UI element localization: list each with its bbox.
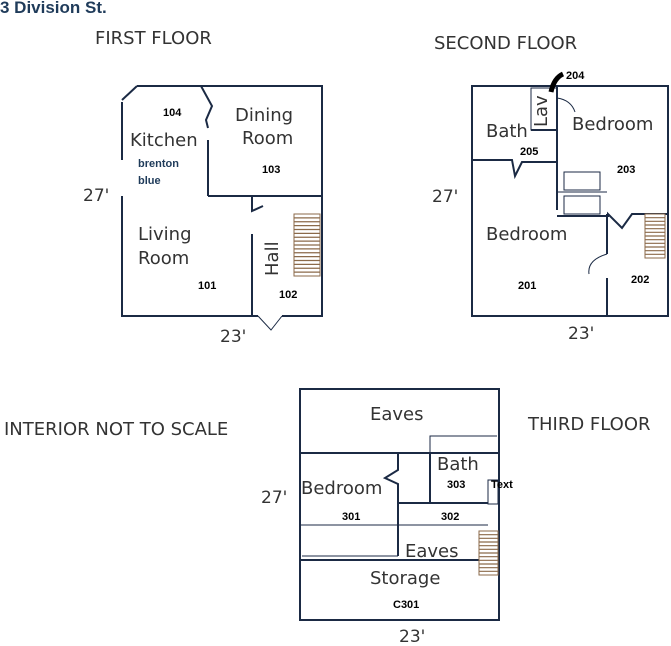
eaves-top-label: Eaves (370, 404, 424, 425)
first-floor-outer-wall (137, 85, 323, 317)
bedroom-201-label: Bedroom (486, 224, 567, 245)
first-floor-dim-side: 27' (83, 186, 109, 206)
bedroom-3-label: Bedroom (301, 478, 382, 499)
room-201: 201 (518, 280, 536, 292)
eaves-low-label: Eaves (405, 541, 459, 562)
note-brenton: brenton (138, 158, 179, 170)
bedroom-203-label: Bedroom (572, 114, 653, 135)
third-floor-outer-wall (299, 388, 500, 621)
bedroom-right-wall (382, 453, 399, 556)
first-floor-dim-bottom: 23' (220, 327, 246, 347)
kitchen-dining-wall-top (200, 85, 214, 129)
room-103: 103 (262, 164, 280, 176)
scale-notice: INTERIOR NOT TO SCALE (4, 419, 228, 440)
lav-vent-pipe (548, 71, 565, 93)
room-104: 104 (163, 107, 182, 119)
bath-bottom-wall (472, 159, 557, 180)
dining-label-2: Room (242, 128, 293, 149)
first-floor-heading: FIRST FLOOR (95, 28, 212, 49)
bedroom-203-bottom-wall (557, 211, 668, 230)
bath-3-label: Bath (437, 454, 479, 475)
third-floor-dim-side: 27' (261, 488, 287, 508)
lav-door-swing (556, 97, 576, 113)
kitchen-label: Kitchen (130, 130, 198, 151)
room-204: 204 (566, 70, 585, 82)
bedroom-202-door (588, 253, 608, 275)
room-c301: C301 (393, 599, 419, 611)
room-301: 301 (342, 511, 360, 523)
closet-lower (563, 195, 601, 215)
note-blue: blue (138, 175, 161, 187)
storage-label: Storage (370, 568, 440, 589)
room-101: 101 (198, 280, 216, 292)
room-102: 102 (279, 289, 297, 301)
kitchen-door (121, 85, 138, 101)
second-floor-heading: SECOND FLOOR (434, 33, 577, 54)
room-203: 203 (617, 164, 635, 176)
room-205: 205 (520, 146, 538, 158)
third-floor-dim-bottom: 23' (399, 627, 425, 646)
room-303: 303 (447, 479, 465, 491)
dining-label-1: Dining (235, 105, 293, 126)
bath-upper-line (429, 435, 497, 453)
front-door (257, 315, 283, 331)
room-202: 202 (631, 274, 649, 286)
second-floor: SECOND FLOOR 204 Lav Bath 205 Bedroom 20… (432, 33, 669, 344)
second-floor-outer-wall (471, 85, 669, 317)
hall-label: Hall (262, 241, 283, 276)
text-box (487, 479, 499, 505)
room-302: 302 (441, 511, 459, 523)
text-tag: Text (491, 479, 513, 491)
third-floor: THIRD FLOOR Eaves Bath 303 Text Bedroom … (261, 388, 651, 646)
living-label-1: Living (138, 224, 192, 245)
third-floor-heading: THIRD FLOOR (527, 414, 651, 435)
bath-label: Bath (486, 121, 528, 142)
first-floor: FIRST FLOOR Kitchen 104 Dining Room 103 … (83, 28, 323, 347)
second-floor-dim-side: 27' (432, 187, 458, 207)
closet-upper (563, 171, 601, 191)
lav-label: Lav (531, 95, 552, 127)
page-title: 3 Division St. (0, 0, 107, 17)
first-floor-stairs (293, 213, 321, 277)
first-floor-outer-wall-left (121, 196, 258, 317)
second-floor-dim-bottom: 23' (568, 324, 594, 344)
hall-door-swing (251, 196, 264, 213)
living-label-2: Room (138, 248, 189, 269)
